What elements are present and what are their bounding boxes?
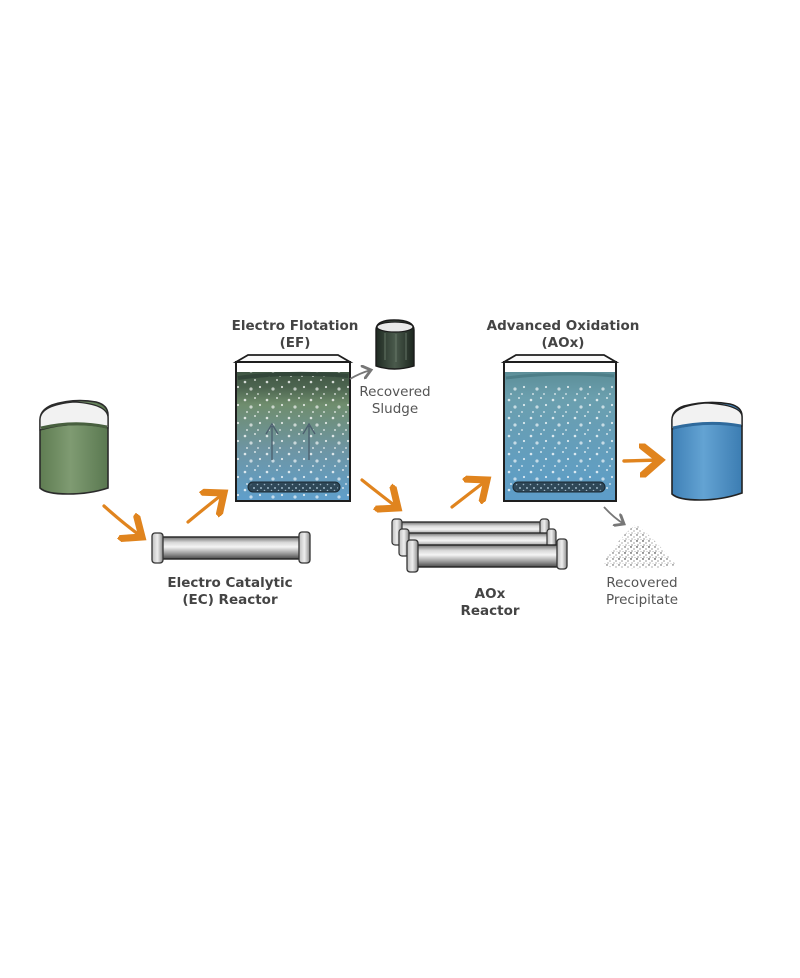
precipitate-label-line2: Precipitate — [605, 592, 679, 608]
aox-pipe-3 — [406, 538, 568, 573]
arrow-aox-to-precipitate — [603, 506, 624, 524]
arrow-ef-to-aox-reactor — [360, 478, 398, 508]
aox-label-line1: Advanced Oxidation — [486, 318, 640, 334]
ef-tank — [232, 354, 354, 502]
aox-label-line2: (AOx) — [541, 335, 585, 351]
aox-reactor-bundle — [391, 518, 568, 573]
ec-reactor — [151, 531, 311, 564]
arrow-aox-to-output — [622, 460, 660, 461]
arrow-aox-reactor-to-aox — [450, 480, 487, 509]
arrow-ef-to-sludge — [349, 370, 371, 380]
precipitate-label-line1: Recovered — [606, 575, 678, 591]
aox-reactor-label-line1: AOx — [474, 586, 506, 602]
sludge-label-line1: Recovered — [359, 384, 431, 400]
aox-reactor-label: AOx Reactor — [440, 586, 540, 620]
arrow-input-to-ec — [102, 504, 142, 537]
aox-reactor-label-line2: Reactor — [460, 603, 520, 619]
sludge-container — [375, 319, 415, 370]
ec-reactor-label: Electro Catalytic (EC) Reactor — [155, 575, 305, 609]
ef-label-line2: (EF) — [279, 335, 311, 351]
aox-label: Advanced Oxidation (AOx) — [478, 318, 648, 352]
ec-reactor-label-line2: (EC) Reactor — [182, 592, 278, 608]
sludge-label-line2: Sludge — [371, 401, 419, 417]
input-beaker — [39, 399, 109, 495]
precipitate-label: Recovered Precipitate — [592, 575, 692, 609]
arrow-ec-to-ef — [186, 493, 224, 524]
precipitate-pile — [602, 524, 676, 569]
ec-reactor-label-line1: Electro Catalytic — [167, 575, 293, 591]
aox-tank — [500, 354, 620, 502]
output-beaker — [671, 401, 743, 501]
ef-label: Electro Flotation (EF) — [220, 318, 370, 352]
sludge-label: Recovered Sludge — [355, 384, 435, 418]
ef-label-line1: Electro Flotation — [231, 318, 359, 334]
